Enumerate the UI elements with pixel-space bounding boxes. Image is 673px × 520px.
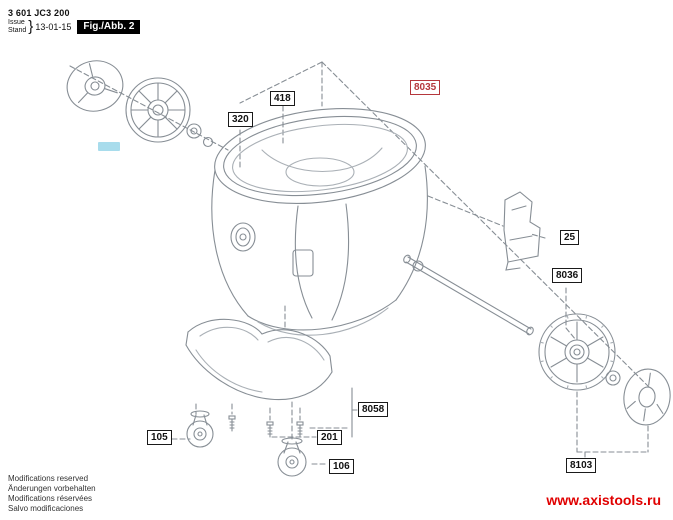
part-label-320: 320 — [228, 112, 253, 127]
washer-right — [605, 370, 621, 386]
part-label-105: 105 — [147, 430, 172, 445]
adapter-bracket — [503, 191, 541, 271]
part-label-106: 106 — [329, 459, 354, 474]
document-part-number: 3 601 JC3 200 — [8, 8, 70, 18]
note-line: Salvo modificaciones — [8, 504, 84, 513]
header: 3 601 JC3 200 Issue Stand } 13-01-15 Fig… — [8, 8, 141, 35]
screws — [228, 415, 304, 438]
figure-label: Fig./Abb. 2 — [77, 20, 141, 34]
note-line: Modifications reserved — [8, 474, 89, 483]
leader-lines — [69, 61, 651, 465]
hubcap-left — [66, 60, 124, 112]
bracket-8058 — [351, 387, 358, 438]
part-label-8058: 8058 — [358, 402, 389, 417]
part-label-201: 201 — [317, 430, 342, 445]
part-label-25: 25 — [560, 230, 580, 245]
highlight-marker — [98, 142, 120, 151]
washer-left — [186, 123, 214, 148]
issue-date: 13-01-15 — [35, 22, 72, 32]
axle-rod — [403, 254, 534, 336]
wheel-right — [538, 313, 616, 391]
container-tub — [211, 108, 428, 336]
brace-glyph: } — [28, 18, 34, 35]
note-line: Modifications réservées — [8, 494, 93, 503]
wheel-left — [125, 77, 191, 143]
part-label-8103: 8103 — [566, 458, 597, 473]
caster-right — [277, 437, 307, 477]
part-label-8035: 8035 — [410, 80, 441, 95]
part-label-8036: 8036 — [552, 268, 583, 283]
caster-base-plate — [185, 318, 333, 401]
hubcap-right — [623, 368, 671, 426]
modification-notes: Modifications reserved Änderungen vorbeh… — [8, 474, 96, 514]
stand-label: Stand — [8, 27, 27, 34]
part-label-418: 418 — [270, 91, 295, 106]
caster-left — [186, 410, 214, 448]
issue-label: Issue — [8, 19, 25, 26]
watermark-url: www.axistools.ru — [546, 492, 661, 508]
note-line: Änderungen vorbehalten — [8, 484, 96, 493]
